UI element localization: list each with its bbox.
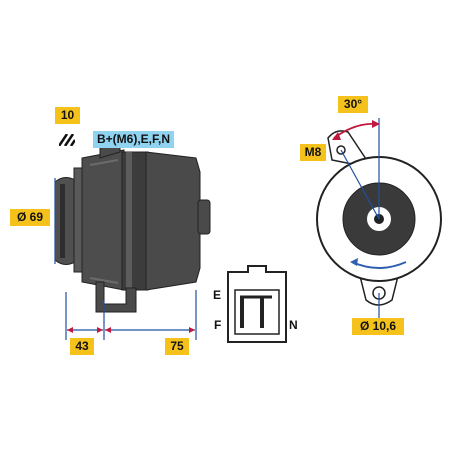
rear-stud (197, 199, 211, 235)
front-housing-rib (89, 159, 119, 284)
rear-dimensions (340, 118, 380, 320)
arrow-75-left (105, 327, 111, 333)
pin-f-label: F (214, 318, 222, 332)
quantity-tag: 10 (55, 107, 80, 124)
pulley-diameter-tag: Ø 69 (10, 209, 50, 226)
mount-thread-tag: M8 (300, 144, 326, 161)
stator-band (126, 152, 132, 290)
terminals-tag: B+(M6),E,F,N (93, 131, 175, 148)
arrow-75-right (189, 327, 195, 333)
length-body-tag: 75 (165, 338, 189, 355)
angle-arrow-right (372, 120, 380, 128)
angle-arrow-left (332, 132, 341, 140)
pulley-groove (60, 184, 65, 258)
hatch-icon (59, 134, 75, 146)
mount-hole-tag: Ø 10,6 (352, 318, 404, 335)
pulley (54, 177, 77, 265)
side-dimension-arrows (67, 327, 195, 333)
stator (121, 151, 149, 291)
connector-plug (227, 265, 287, 343)
arrow-43-right (97, 327, 103, 333)
length-front-tag: 43 (70, 338, 94, 355)
pin-e-label: E (213, 288, 222, 302)
mounting-foot (95, 281, 137, 313)
front-housing (81, 149, 125, 291)
rear-housing (145, 151, 201, 291)
mount-angle-line (340, 149, 380, 220)
angle-tag: 30° (338, 96, 368, 113)
alternator-side-view (54, 143, 211, 313)
arrow-43-left (67, 327, 73, 333)
pin-n-label: N (289, 318, 298, 332)
rotation-arrowhead (350, 258, 358, 266)
